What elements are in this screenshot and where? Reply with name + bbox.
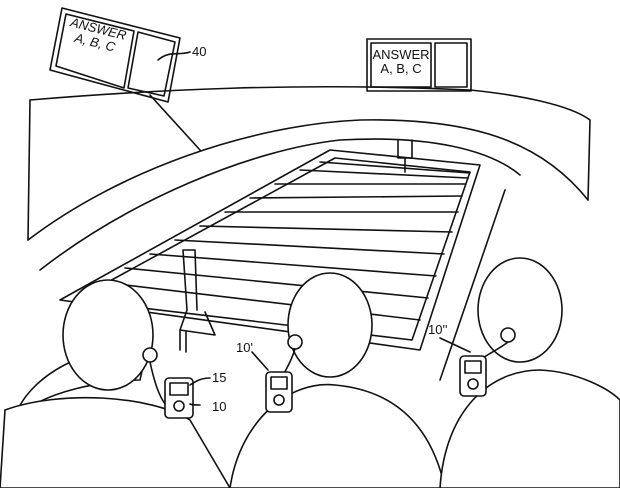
- spectator-left: [0, 280, 230, 488]
- spectator-middle: [230, 273, 445, 488]
- label-40: 40: [192, 44, 206, 59]
- spectator-right: [440, 258, 620, 488]
- sign-right-line1: ANSWER: [372, 48, 430, 62]
- label-10: 10: [212, 399, 226, 414]
- stadium-rim: [30, 87, 590, 200]
- label-10-prime: 10': [236, 340, 253, 355]
- sign-right-line2: A, B, C: [372, 62, 430, 76]
- label-15: 15: [212, 370, 226, 385]
- sign-right-text: ANSWER A, B, C: [372, 48, 430, 76]
- goalpost-near: [180, 250, 215, 352]
- handheld-device-10-double-prime: [460, 356, 486, 396]
- label-10-double-prime: 10'': [428, 322, 447, 337]
- handheld-device-10-prime: [266, 372, 292, 412]
